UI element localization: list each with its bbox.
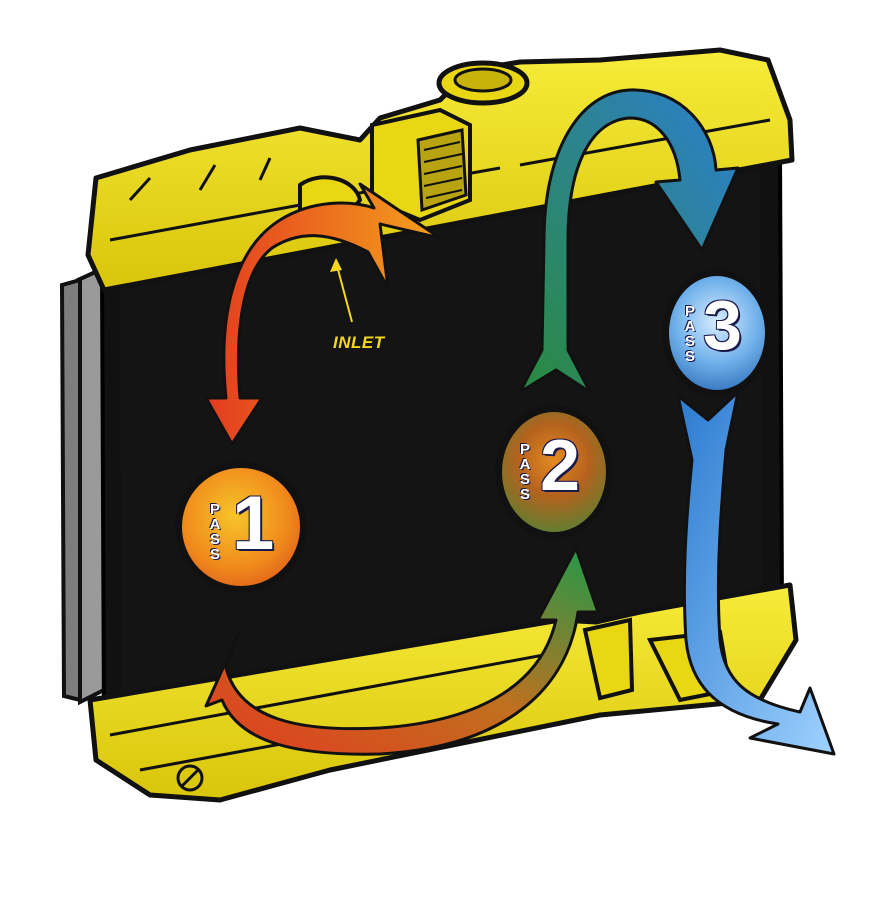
pass3-number: 3 xyxy=(703,286,742,364)
pass1-number: 1 xyxy=(232,481,275,566)
pass3-flow-arrow xyxy=(676,390,836,756)
pass1-to-pass2-arrow xyxy=(204,546,600,756)
pass2-flow-arrow xyxy=(518,88,740,394)
pass2-number: 2 xyxy=(540,426,581,506)
inlet-pointer xyxy=(335,261,353,323)
pass1-flow-arrow xyxy=(204,182,442,446)
inlet-label: INLET xyxy=(333,333,385,352)
side-bracket xyxy=(59,264,106,706)
